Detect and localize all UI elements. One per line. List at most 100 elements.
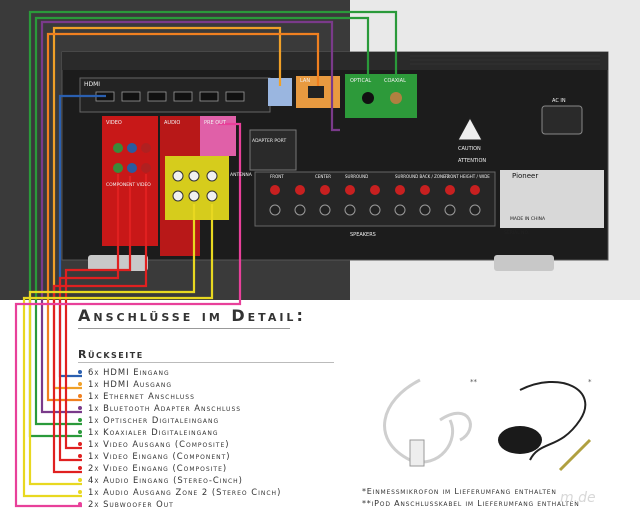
pre-out-highlight	[200, 116, 236, 156]
line-subwoofer	[14, 122, 242, 508]
panel-label-front: FRONT	[270, 174, 284, 179]
line-audio-in	[28, 204, 196, 486]
foot-right	[494, 255, 554, 271]
panel-label-hdmi: HDMI	[84, 81, 100, 88]
panel-label-caution: CAUTION	[458, 146, 481, 152]
adapter-port-box	[249, 129, 297, 171]
connection-item: 1x Koaxialer Digitaleingang	[78, 426, 281, 438]
caution-icon	[457, 116, 483, 141]
panel-label-ac-in: AC IN	[552, 98, 566, 104]
bullet-dot	[78, 454, 82, 458]
bullet-dot	[78, 370, 82, 374]
component-jacks	[113, 143, 151, 173]
line-optical	[34, 16, 370, 426]
bullet-dot	[78, 466, 82, 470]
bullet-dot	[78, 406, 82, 410]
line-zone2	[22, 204, 214, 498]
bullet-dot	[78, 490, 82, 494]
line-hdmi-in	[58, 94, 106, 378]
connection-label: 1x HDMI Ausgang	[88, 379, 173, 389]
bullet-dot	[78, 430, 82, 434]
panel-label-coaxial: COAXIAL	[384, 78, 406, 84]
title-divider	[78, 328, 290, 329]
bullet-dot	[78, 418, 82, 422]
connection-label: 1x Video Eingang (Component)	[88, 451, 231, 461]
yellow-highlight	[165, 156, 229, 220]
bullet-dot	[78, 382, 82, 386]
line-component	[58, 174, 120, 462]
watermark: m.de	[560, 490, 596, 506]
panel-label-serial: SERIAL NO.	[504, 230, 529, 236]
panel-label-pre-out: PRE OUT	[204, 120, 227, 126]
connection-item: 1x HDMI Ausgang	[78, 378, 281, 390]
caption-mic: *Einmessmikrofon im Lieferumfang enthalt…	[362, 487, 557, 496]
coaxial-port	[390, 92, 402, 104]
section-divider	[78, 362, 334, 363]
connection-item: 2x Video Eingang (Composite)	[78, 462, 281, 474]
speaker-terminals	[269, 185, 481, 216]
speaker-terminal-block	[254, 171, 496, 227]
panel-label-center: CENTER	[315, 174, 331, 179]
panel-label-front-height: FRONT HEIGHT / WIDE	[445, 174, 490, 179]
mic-body	[498, 426, 542, 454]
ipod-cable	[383, 378, 472, 464]
cable-lines	[14, 10, 398, 508]
panel-label-video: VIDEO	[106, 120, 122, 126]
audio-jacks	[172, 170, 218, 202]
bullet-dot	[78, 394, 82, 398]
connection-label: 2x Video Eingang (Composite)	[88, 463, 228, 473]
panel-label-surround-back: SURROUND BACK / ZONE 2	[395, 174, 450, 179]
connection-item: 1x Audio Ausgang Zone 2 (Stereo Cinch)	[78, 486, 281, 498]
panel-label-speakers: SPEAKERS	[350, 232, 376, 238]
rating-label	[500, 170, 604, 228]
connection-label: 2x Subwoofer Out	[88, 499, 174, 509]
vents	[410, 55, 600, 65]
line-video-out	[64, 176, 132, 450]
panel-label-made-in: MADE IN CHINA	[510, 216, 546, 222]
connection-label: 1x Audio Ausgang Zone 2 (Stereo Cinch)	[88, 487, 282, 497]
digital-highlight	[345, 74, 417, 118]
connection-label: 1x Optischer Digitaleingang	[88, 415, 220, 425]
panel-label-optical: OPTICAL	[350, 78, 371, 84]
mic-star: *	[588, 378, 592, 386]
receiver-top-edge	[62, 52, 608, 70]
caption-ipod: **iPod Anschlusskabel im Lieferumfang en…	[362, 499, 580, 508]
mic-plug	[558, 438, 592, 472]
connection-item: 4x Audio Eingang (Stereo-Cinch)	[78, 474, 281, 486]
lan-port	[308, 86, 324, 98]
panel-label-lan: LAN	[300, 78, 310, 84]
bullet-dot	[78, 442, 82, 446]
panel-label-audio: AUDIO	[164, 120, 180, 126]
panel-label-antenna: ANTENNA	[230, 172, 253, 178]
connection-label: 6x HDMI Eingang	[88, 367, 170, 377]
mic	[519, 381, 587, 461]
panel-label-brand: Pioneer	[512, 172, 538, 180]
line-hdmi-out	[52, 26, 282, 390]
section-title: Rückseite	[78, 348, 144, 361]
connection-item: 1x Ethernet Anschluss	[78, 390, 281, 402]
ac-inlet	[541, 105, 583, 135]
optical-port	[362, 92, 374, 104]
ipod-connector	[409, 439, 425, 467]
bullet-dot	[78, 478, 82, 482]
connection-item: 6x HDMI Eingang	[78, 366, 281, 378]
connection-label: 1x Koaxialer Digitaleingang	[88, 427, 219, 437]
line-video-in	[52, 174, 148, 474]
connection-item: 1x Video Eingang (Component)	[78, 450, 281, 462]
connection-label: 1x Bluetooth Adapter Anschluss	[88, 403, 242, 413]
page-title: Anschlüsse im Detail:	[78, 306, 306, 325]
line-bluetooth	[40, 20, 340, 414]
panel-label-adapter-port: ADAPTER PORT	[252, 138, 286, 144]
connection-item: 1x Optischer Digitaleingang	[78, 414, 281, 426]
connection-label: 1x Video Ausgang (Composite)	[88, 439, 230, 449]
connection-item: 2x Subwoofer Out	[78, 498, 281, 510]
panel-label-surround: SURROUND	[345, 174, 368, 179]
line-coaxial	[28, 10, 398, 438]
panel-label-attention: ATTENTION	[458, 158, 486, 164]
connection-label: 4x Audio Eingang (Stereo-Cinch)	[88, 475, 243, 485]
panel-label-component: COMPONENT VIDEO	[106, 182, 151, 188]
white-background	[0, 300, 640, 510]
